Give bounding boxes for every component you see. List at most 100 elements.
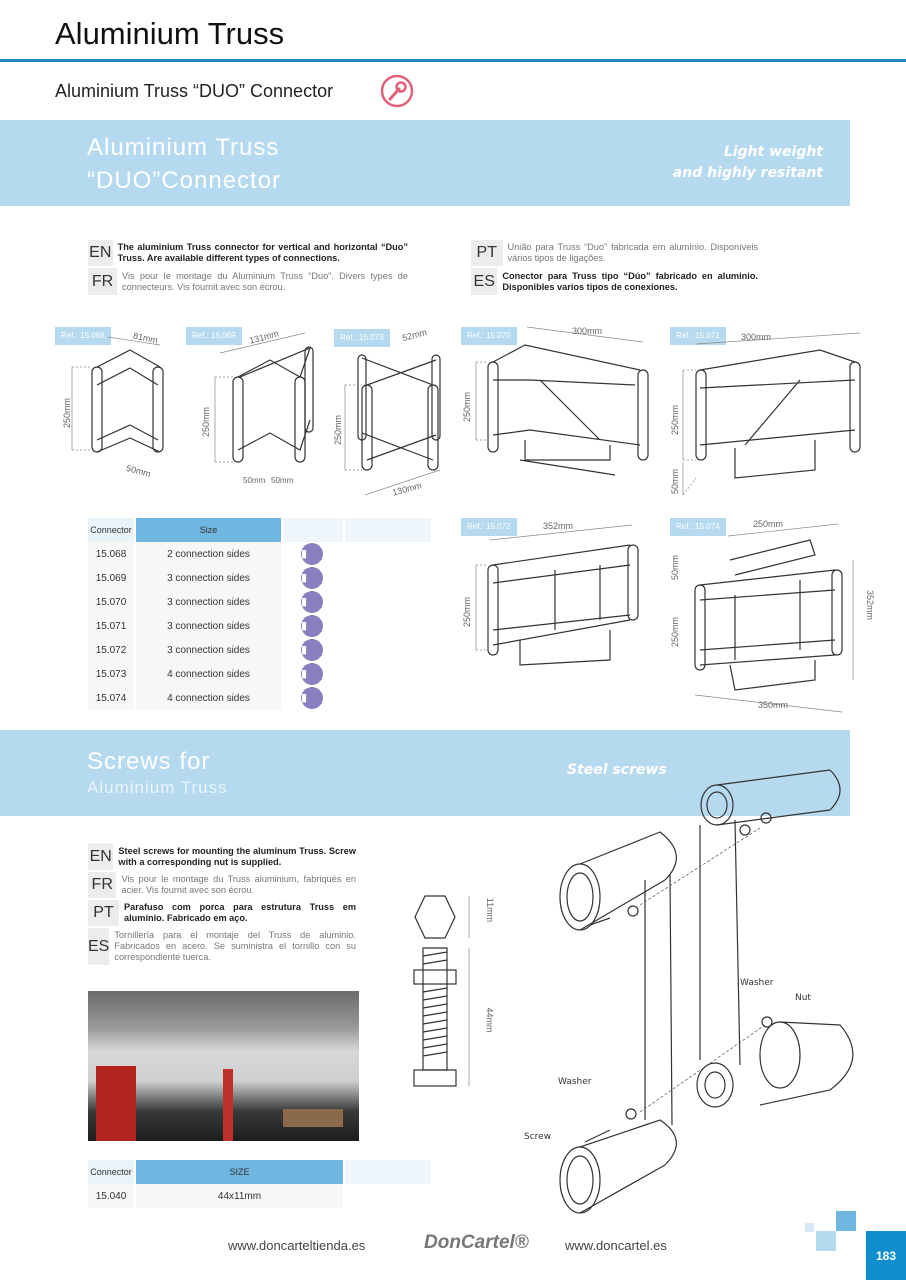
lang-code: PT	[88, 900, 120, 926]
tagline-line1: Light weight	[723, 144, 823, 160]
section-title-line1: Screws for	[87, 748, 211, 775]
connector-table: Connector Size 15.068 2 connection sides…	[86, 518, 433, 710]
ref-label: Ref.: 15.074	[670, 518, 726, 536]
table-row: 15.069 3 connection sides ▮	[88, 566, 431, 590]
description-text: Steel screws for mounting the aluminum T…	[118, 845, 356, 867]
cell-size: 3 connection sides	[136, 590, 281, 614]
nut-label: Nut	[795, 993, 811, 1003]
page-number: 183	[866, 1231, 906, 1280]
tagline-line2: and highly resitant	[672, 165, 823, 181]
cell-icon: ▮	[283, 542, 343, 566]
wrench-icon	[380, 74, 414, 108]
washer-label: Washer	[558, 1077, 592, 1087]
cell-icon: ▮	[283, 590, 343, 614]
cell-size: 3 connection sides	[136, 566, 281, 590]
ref-label: Ref.: 15.068	[55, 327, 111, 345]
description-en: EN Steel screws for mounting the aluminu…	[88, 843, 356, 870]
description-pt: PT Parafuso com porca para estrutura Tru…	[88, 900, 356, 926]
truss-pack-icon: ▮	[301, 591, 323, 613]
cell-icon: ▮	[283, 662, 343, 686]
ref-label: Ref.: 15.073	[334, 329, 390, 347]
dim-label: 250mm	[753, 519, 784, 529]
table-row: 15.073 4 connection sides ▮	[88, 662, 431, 686]
cell-connector: 15.070	[88, 590, 134, 614]
section-banner-connector: Aluminium Truss “DUO”Connector Light wei…	[0, 120, 850, 206]
cell-icon: ▮	[283, 614, 343, 638]
section-title-line2: Aluminium Truss	[87, 778, 228, 797]
decor-square	[836, 1211, 856, 1231]
page-title: Aluminium Truss	[55, 16, 285, 51]
table-row: 15.071 3 connection sides ▮	[88, 614, 431, 638]
description-en: EN The aluminium Truss connector for ver…	[88, 240, 408, 266]
table-row: 15.068 2 connection sides ▮	[88, 542, 431, 566]
dim-label: 300mm	[741, 332, 772, 342]
connector-drawing-15068	[71, 326, 861, 713]
truss-pack-icon: ▮	[301, 567, 323, 589]
description-text: Vis pour le montage du Truss aluminium, …	[121, 874, 356, 895]
header-size: SIZE	[136, 1160, 343, 1184]
cell-icon: ▮	[283, 638, 343, 662]
cell-connector: 15.074	[88, 686, 134, 710]
description-fr: FR Vis pour le montage du Truss aluminiu…	[88, 872, 356, 898]
cell-connector: 15.073	[88, 662, 134, 686]
dim-label: 350mm	[758, 700, 789, 710]
header-empty	[345, 1160, 431, 1184]
truss-pack-icon: ▮	[301, 615, 323, 637]
cell-size: 2 connection sides	[136, 542, 281, 566]
lang-code: FR	[88, 268, 117, 295]
table-header: Connector Size	[88, 518, 431, 542]
section-title-line2: “DUO”Connector	[87, 167, 282, 194]
dim-label: 352mm	[543, 521, 574, 531]
cell-connector: 15.069	[88, 566, 134, 590]
description-es: ES Tornillería para el montaje del Truss…	[88, 928, 356, 965]
photo-sign	[283, 1109, 343, 1127]
cell-connector: 15.068	[88, 542, 134, 566]
cell-connector: 15.071	[88, 614, 134, 638]
header-connector: Connector	[88, 1160, 134, 1184]
description-text: The aluminium Truss connector for vertic…	[117, 242, 408, 263]
photo-red-column	[223, 1069, 233, 1141]
cell-size: 3 connection sides	[136, 614, 281, 638]
lang-code: PT	[471, 240, 503, 266]
table-row: 15.070 3 connection sides ▮	[88, 590, 431, 614]
screw-table: Connector SIZE 15.040 44x11mm	[86, 1160, 433, 1208]
dim-label: 50mm	[243, 476, 266, 485]
lang-code: ES	[88, 928, 110, 965]
description-es: ES Conector para Truss tipo “Dúo” fabric…	[471, 268, 758, 295]
section-tagline: Light weight and highly resitant	[673, 142, 823, 184]
description-text: Tornillería para el montaje del Truss de…	[114, 930, 356, 962]
lang-code: EN	[88, 843, 114, 870]
ref-label: Ref.: 15.070	[461, 327, 517, 345]
lang-code: ES	[471, 268, 498, 295]
section-tagline: Steel screws	[567, 762, 667, 778]
bolt-drawing	[413, 895, 470, 1087]
description-pt: PT União para Truss “Duo” fabricada em a…	[471, 240, 758, 266]
footer-url-shop[interactable]: www.doncarteltienda.es	[228, 1238, 366, 1253]
header-size: Size	[136, 518, 281, 542]
cell-size: 3 connection sides	[136, 638, 281, 662]
table-header: Connector SIZE	[88, 1160, 431, 1184]
screw-label: Screw	[524, 1132, 552, 1142]
decor-square	[805, 1223, 814, 1232]
header-empty	[345, 518, 431, 542]
section-title-line1: Aluminium Truss	[87, 134, 280, 161]
lang-code: EN	[88, 240, 113, 266]
table-row: 15.072 3 connection sides ▮	[88, 638, 431, 662]
table-row: 15.040 44x11mm	[88, 1184, 431, 1208]
description-text: União para Truss “Duo” fabricada em alum…	[507, 242, 758, 263]
cell-size: 44x11mm	[136, 1184, 343, 1208]
cell-connector: 15.072	[88, 638, 134, 662]
ref-label: Ref.: 15.072	[461, 518, 517, 536]
cell-size: 4 connection sides	[136, 662, 281, 686]
cell-icon: ▮	[283, 686, 343, 710]
doncartel-logo: DonCartel®	[424, 1232, 529, 1253]
truss-pack-icon: ▮	[301, 687, 323, 709]
page-subtitle: Aluminium Truss “DUO” Connector	[55, 81, 334, 101]
footer-url-site[interactable]: www.doncartel.es	[565, 1238, 667, 1253]
ref-label: Ref.: 15.069	[186, 327, 242, 345]
description-text: Vis pour le montage du Aluminium Truss “…	[122, 270, 408, 292]
description-text: Conector para Truss tipo “Dúo” fabricado…	[502, 270, 758, 292]
exhibition-photo	[88, 991, 359, 1141]
cell-size: 4 connection sides	[136, 686, 281, 710]
